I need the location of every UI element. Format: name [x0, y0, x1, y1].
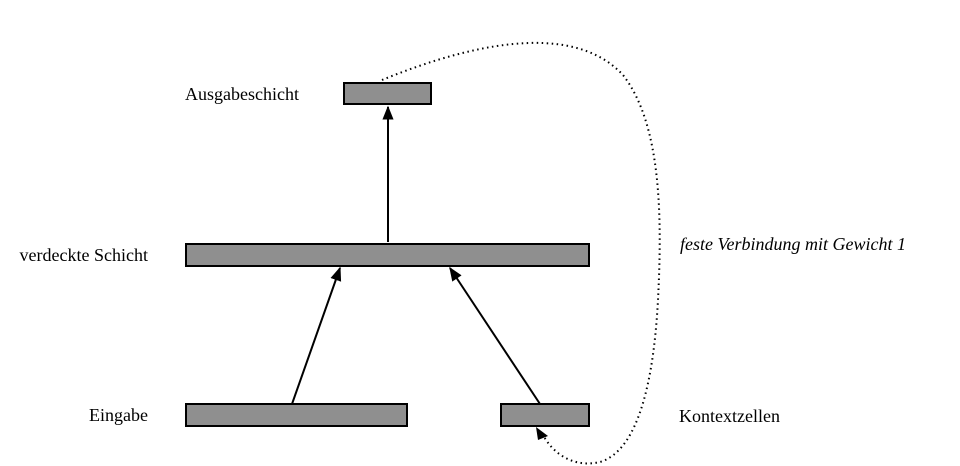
recurrent-arrowhead: [536, 427, 548, 440]
input-layer-box: [185, 403, 408, 427]
output-layer-label: Ausgabeschicht: [185, 84, 299, 104]
recurrent-connection-label: feste Verbindung mit Gewicht 1: [680, 234, 906, 254]
hidden-layer-label: verdeckte Schicht: [20, 245, 148, 265]
context-layer-label: Kontextzellen: [679, 406, 780, 426]
hidden-layer-box: [185, 243, 590, 267]
context-layer-box: [500, 403, 590, 427]
context-to-hidden-arrow: [449, 266, 541, 405]
input-to-hidden-arrow: [291, 266, 342, 405]
input-layer-label: Eingabe: [89, 405, 148, 425]
output-layer-box: [343, 82, 432, 105]
